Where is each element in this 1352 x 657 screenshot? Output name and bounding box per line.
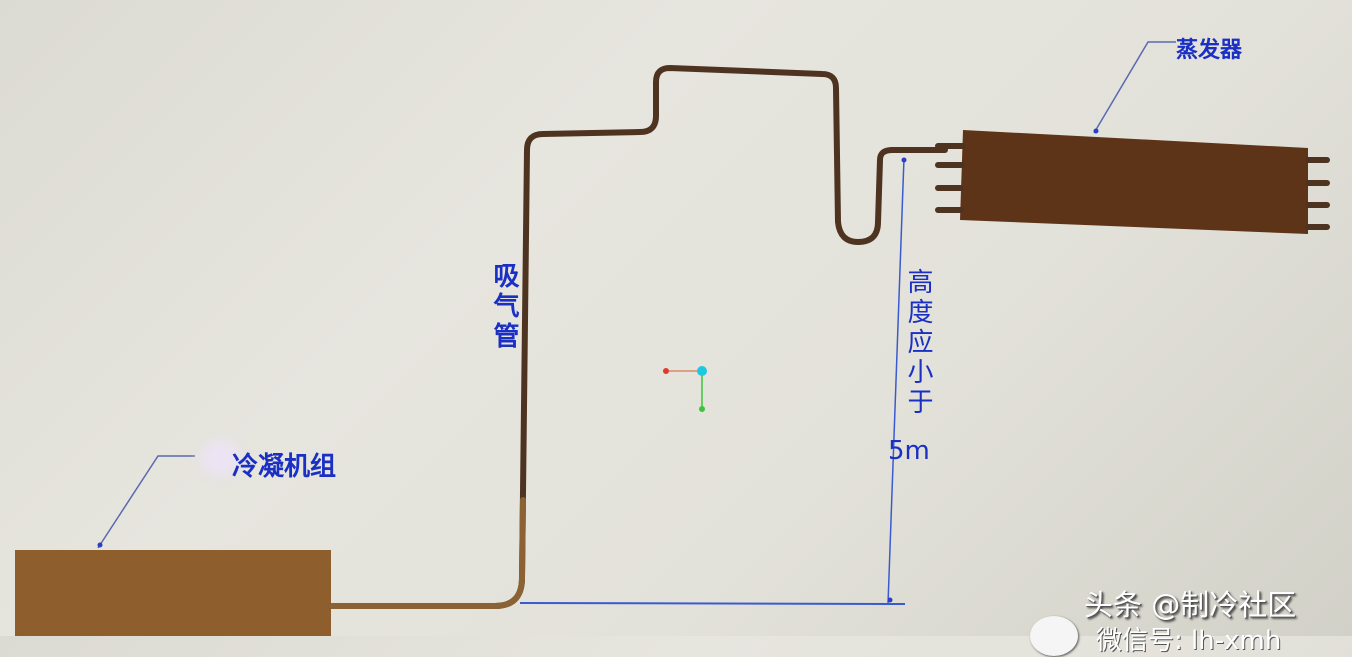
label-highlight: [200, 440, 240, 476]
condensing-unit-label: 冷凝机组: [232, 452, 337, 482]
condenser-leader: [97, 455, 195, 549]
y-axis-icon: [699, 406, 705, 412]
wechat-icon: [1030, 616, 1078, 656]
suction-pipe-label: 吸气管: [489, 262, 519, 352]
suction-pipe-bottom: [328, 65, 948, 609]
origin-icon: [697, 366, 707, 376]
baseline-dimension-line: [519, 602, 906, 605]
watermark-wechat: 微信号: lh-xmh: [1096, 626, 1282, 656]
height-limit-value: 5m: [888, 436, 930, 466]
evaporator-stubs-left: [935, 143, 966, 213]
evaporator-stubs-right: [1305, 157, 1330, 230]
evaporator-label: 蒸发器: [1176, 38, 1243, 63]
condensing-unit-box: [15, 550, 331, 636]
piping-diagram: [15, 41, 1330, 636]
watermark-toutiao: 头条 @制冷社区: [1084, 588, 1297, 622]
height-limit-label: 高度应小于: [903, 268, 933, 418]
height-dimension-line: [887, 157, 905, 605]
evaporator-box: [960, 130, 1308, 234]
x-axis-icon: [663, 368, 669, 374]
evaporator-leader: [1093, 41, 1176, 134]
origin-axis-marker: [663, 366, 707, 412]
